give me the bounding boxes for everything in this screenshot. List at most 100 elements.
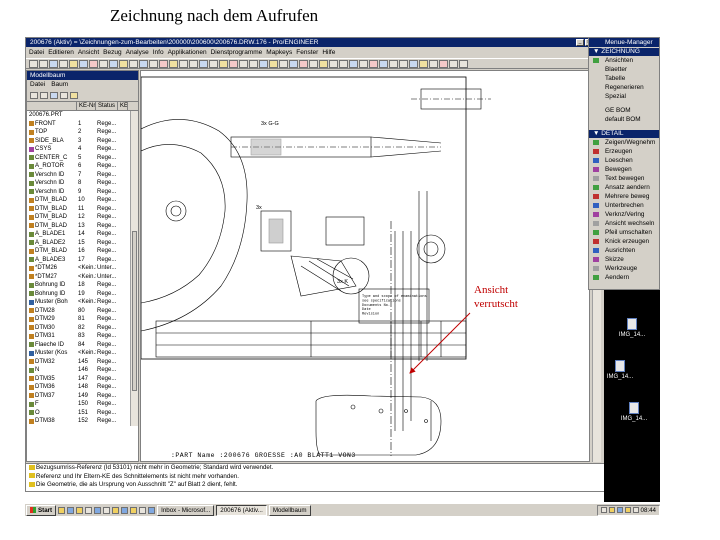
menu-dienstprogramme[interactable]: Dienstprogramme	[210, 49, 263, 56]
menu-hilfe[interactable]: Hilfe	[322, 49, 336, 56]
tray-icon[interactable]	[608, 507, 615, 513]
menu-manager-item[interactable]: Ansatz aendern	[589, 183, 659, 192]
menu-manager-item[interactable]: Spezial	[605, 93, 626, 100]
drawing-canvas[interactable]: 3x G-G 3x 3x K Type and scope of examina…	[140, 70, 590, 462]
menu-manager-item[interactable]: Pfeil umschalten	[589, 228, 659, 237]
toolbar-tool-icon[interactable]	[79, 59, 88, 68]
toolbar-tool-icon[interactable]	[189, 59, 198, 68]
toolbar-tool-icon[interactable]	[359, 59, 368, 68]
toolbar-tool-icon[interactable]	[119, 59, 128, 68]
toolbar-tool-icon[interactable]	[159, 59, 168, 68]
toolbar-tool-icon[interactable]	[229, 59, 238, 68]
menu-manager-item[interactable]: Ausrichten	[589, 246, 659, 255]
tray-icon[interactable]	[616, 507, 623, 513]
toolbar-tool-icon[interactable]	[109, 59, 118, 68]
toolbar-tool-icon[interactable]	[419, 59, 428, 68]
toolbar-tool-icon[interactable]	[69, 59, 78, 68]
toolbar-tool-icon[interactable]	[389, 59, 398, 68]
quicklaunch-icon[interactable]	[94, 506, 102, 514]
toolbar-tool-icon[interactable]	[439, 59, 448, 68]
menu-manager-item[interactable]: Verknz/Verlng	[589, 210, 659, 219]
tray-icon[interactable]	[600, 507, 607, 513]
tree-root[interactable]: 200676.PRT	[27, 111, 138, 120]
menu-manager-item[interactable]: Ansichten	[589, 56, 659, 65]
tree-settings-icon[interactable]	[30, 92, 38, 99]
minimize-button[interactable]: _	[576, 39, 584, 46]
quicklaunch-icon[interactable]	[85, 506, 93, 514]
menu-manager-item[interactable]: Aendern	[589, 273, 659, 282]
menu-info[interactable]: Info	[152, 49, 164, 56]
toolbar-tool-icon[interactable]	[179, 59, 188, 68]
tree-row[interactable]: Muster (Kos<Kein.>Rege...	[27, 349, 138, 358]
toolbar-tool-icon[interactable]	[239, 59, 248, 68]
tree-scrollbar[interactable]	[130, 111, 138, 426]
toolbar-tool-icon[interactable]	[279, 59, 288, 68]
menu-manager-item[interactable]: Erzeugen	[589, 147, 659, 156]
model-tree-menu-datei[interactable]: Datei	[30, 81, 46, 88]
toolbar-tool-icon[interactable]	[409, 59, 418, 68]
menu-bezug[interactable]: Bezug	[103, 49, 122, 56]
tray-icon[interactable]	[624, 507, 631, 513]
toolbar-tool-icon[interactable]	[149, 59, 158, 68]
menu-fenster[interactable]: Fenster	[296, 49, 319, 56]
menu-manager-item[interactable]: GE BOM	[605, 107, 631, 114]
toolbar-tool-icon[interactable]	[209, 59, 218, 68]
toolbar-tool-icon[interactable]	[339, 59, 348, 68]
menu-applikationen[interactable]: Applikationen	[167, 49, 207, 56]
menu-ansicht[interactable]: Ansicht	[77, 49, 100, 56]
toolbar-tool-icon[interactable]	[329, 59, 338, 68]
toolbar-tool-icon[interactable]	[89, 59, 98, 68]
tree-col-name[interactable]	[27, 102, 77, 110]
menu-manager-item[interactable]: Werkzeuge	[589, 264, 659, 273]
toolbar-tool-icon[interactable]	[289, 59, 298, 68]
task-proengineer[interactable]: 200676 (Aktiv...	[216, 504, 267, 516]
toolbar-tool-icon[interactable]	[369, 59, 378, 68]
desktop-file-icon[interactable]: IMG_14...	[614, 402, 654, 422]
desktop-file-icon[interactable]: IMG_14...	[600, 360, 640, 380]
toolbar-tool-icon[interactable]	[449, 59, 458, 68]
toolbar-tool-icon[interactable]	[99, 59, 108, 68]
toolbar-tool-icon[interactable]	[259, 59, 268, 68]
menu-manager-item[interactable]: Loeschen	[589, 156, 659, 165]
quicklaunch-icon[interactable]	[112, 506, 120, 514]
toolbar-tool-icon[interactable]	[29, 59, 38, 68]
toolbar-tool-icon[interactable]	[39, 59, 48, 68]
toolbar-tool-icon[interactable]	[429, 59, 438, 68]
menu-manager-item[interactable]: Mehrere beweg	[589, 192, 659, 201]
toolbar-tool-icon[interactable]	[199, 59, 208, 68]
menu-manager-item[interactable]: Tabelle	[605, 75, 626, 82]
start-button[interactable]: Start	[26, 504, 57, 516]
toolbar-tool-icon[interactable]	[459, 59, 468, 68]
window-titlebar[interactable]: 200676 (Aktiv) = \Zeichnungen-zum-Bearbe…	[26, 38, 604, 47]
tray-icon[interactable]	[632, 507, 639, 513]
tree-columns-icon[interactable]	[50, 92, 58, 99]
tree-col-ke[interactable]: KE-	[120, 102, 128, 110]
menu-manager-item[interactable]: Skizze	[589, 255, 659, 264]
tree-row[interactable]: *DTM27<Kein.>Unter...	[27, 273, 138, 282]
